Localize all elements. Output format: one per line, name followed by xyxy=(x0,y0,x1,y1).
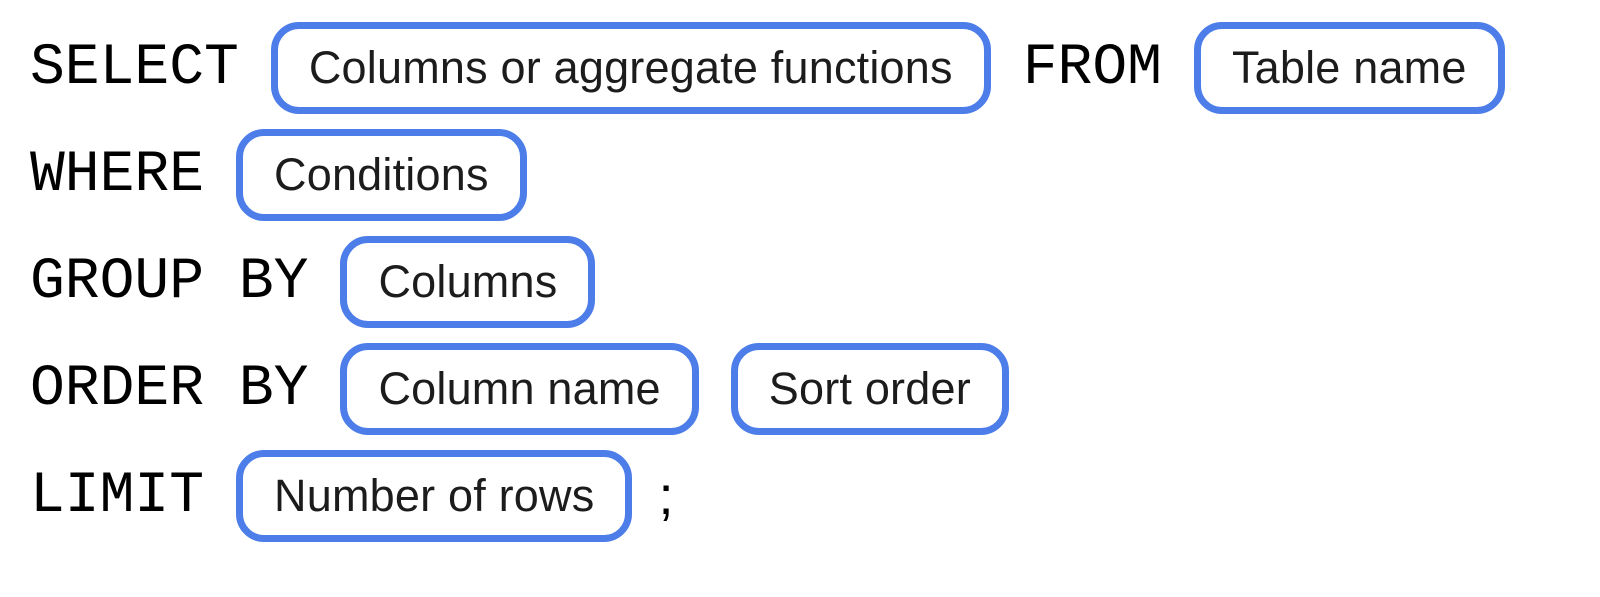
keyword-from: FROM xyxy=(1022,35,1162,101)
pill-sort-order: Sort order xyxy=(730,343,1009,435)
sql-line-limit: LIMIT Number of rows ; xyxy=(30,450,1590,542)
pill-columns: Columns xyxy=(340,236,596,328)
pill-columns-or-aggregate-functions: Columns or aggregate functions xyxy=(270,22,991,114)
semicolon: ; xyxy=(658,466,674,526)
keyword-limit: LIMIT xyxy=(30,463,205,529)
sql-line-select-from: SELECT Columns or aggregate functions FR… xyxy=(30,22,1590,114)
pill-column-name: Column name xyxy=(340,343,699,435)
keyword-where: WHERE xyxy=(30,142,205,208)
keyword-select: SELECT xyxy=(30,35,239,101)
sql-line-where: WHERE Conditions xyxy=(30,129,1590,221)
pill-conditions: Conditions xyxy=(236,129,527,221)
pill-number-of-rows: Number of rows xyxy=(236,450,633,542)
keyword-order-by: ORDER BY xyxy=(30,356,309,422)
pill-table-name: Table name xyxy=(1193,22,1505,114)
sql-line-order-by: ORDER BY Column name Sort order xyxy=(30,343,1590,435)
keyword-group-by: GROUP BY xyxy=(30,249,309,315)
sql-line-group-by: GROUP BY Columns xyxy=(30,236,1590,328)
